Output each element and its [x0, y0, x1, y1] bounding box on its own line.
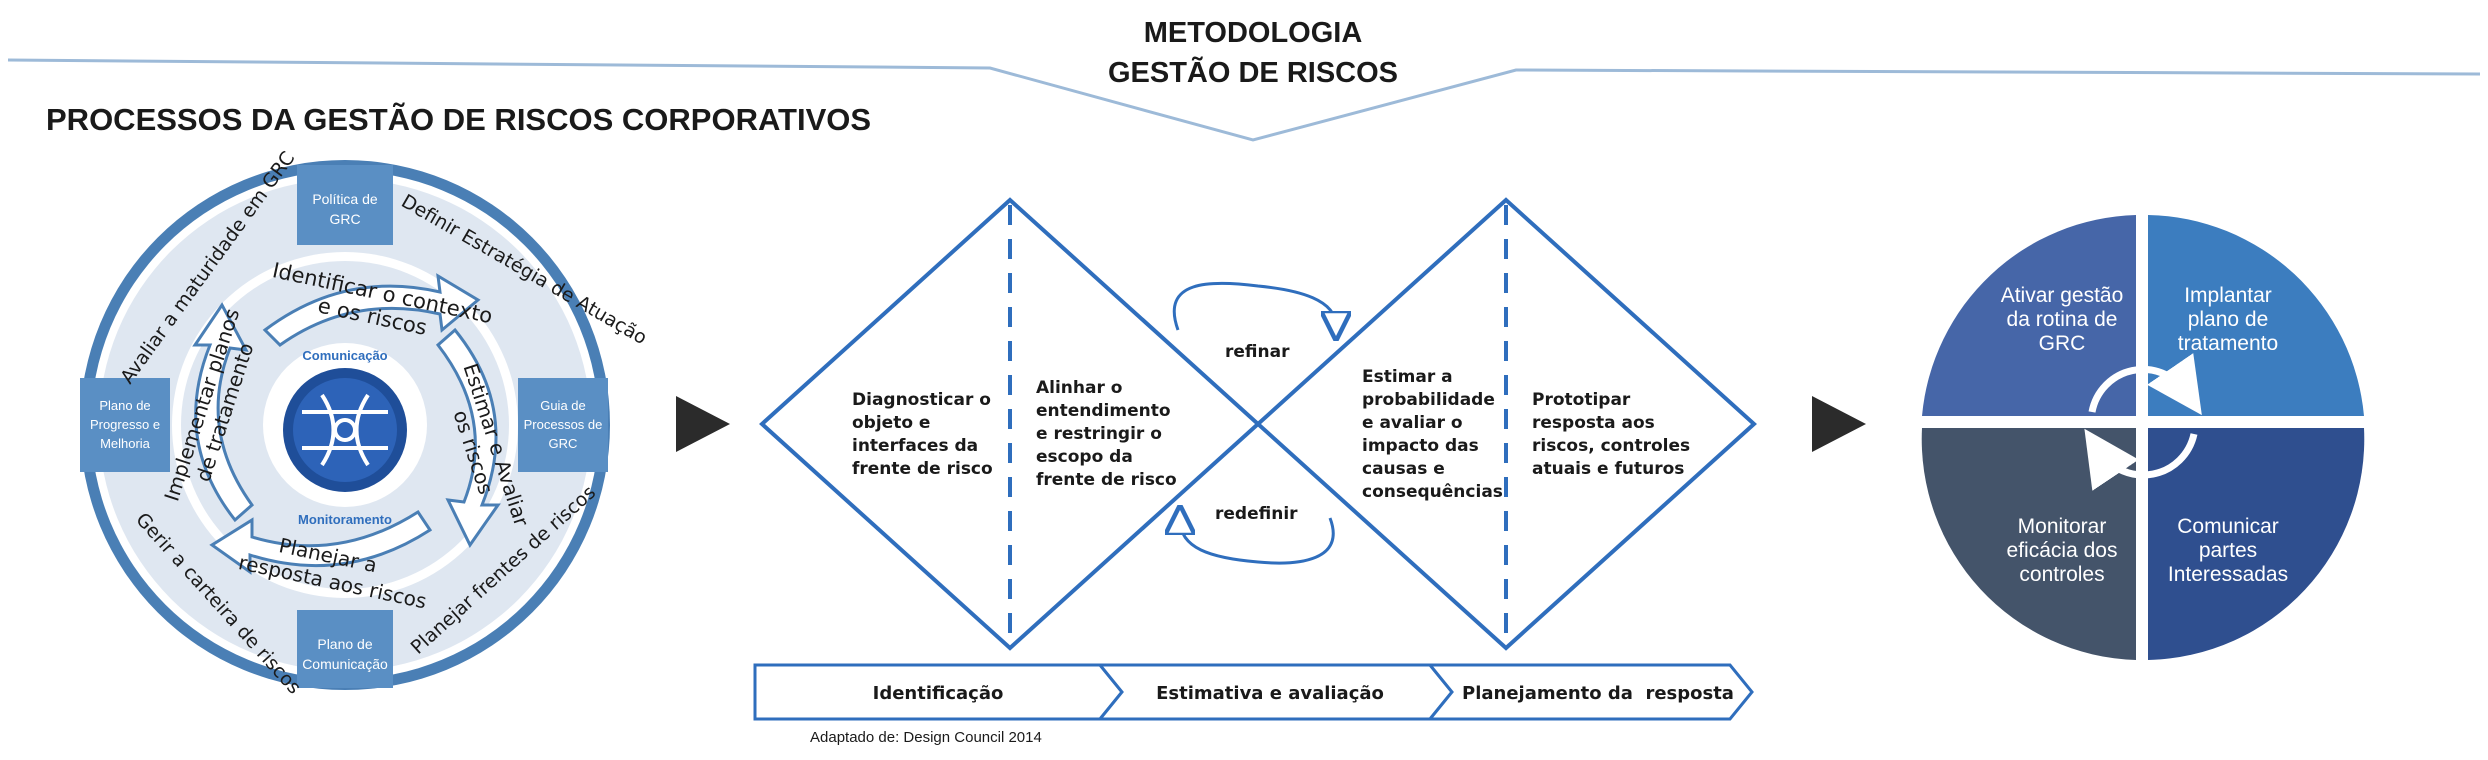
phase-planejamento: Planejamento da resposta — [1462, 683, 1734, 704]
center-label-comunicacao: Comunicação — [302, 348, 387, 363]
phase-identificacao: Identificação — [873, 683, 1004, 704]
center-label-monitoramento: Monitoramento — [298, 512, 392, 527]
phase-bar: Identificação Estimativa e avaliação Pla… — [753, 663, 1754, 721]
header-title-line2: GESTÃO DE RISCOS — [1108, 55, 1398, 89]
inner-cycle-arrows — [192, 273, 501, 575]
source-note: Adaptado de: Design Council 2014 — [810, 729, 1042, 746]
header-divider-line — [7, 58, 2481, 142]
section-title: PROCESSOS DA GESTÃO DE RISCOS CORPORATIV… — [46, 102, 871, 137]
center-logo-icon — [283, 368, 407, 492]
loop-redefinir-arrow — [1180, 518, 1335, 565]
flow-arrow-2 — [1812, 396, 1866, 452]
loop-refinar-label: refinar — [1225, 342, 1290, 362]
phase-estimativa: Estimativa e avaliação — [1156, 683, 1384, 704]
cycle-arrows-icon — [2084, 353, 2202, 491]
header-title-line1: METODOLOGIA — [1144, 17, 1363, 49]
flow-arrow-1 — [676, 396, 730, 452]
loop-redefinir-label: redefinir — [1215, 504, 1298, 524]
loop-refinar-arrow — [1172, 281, 1336, 330]
